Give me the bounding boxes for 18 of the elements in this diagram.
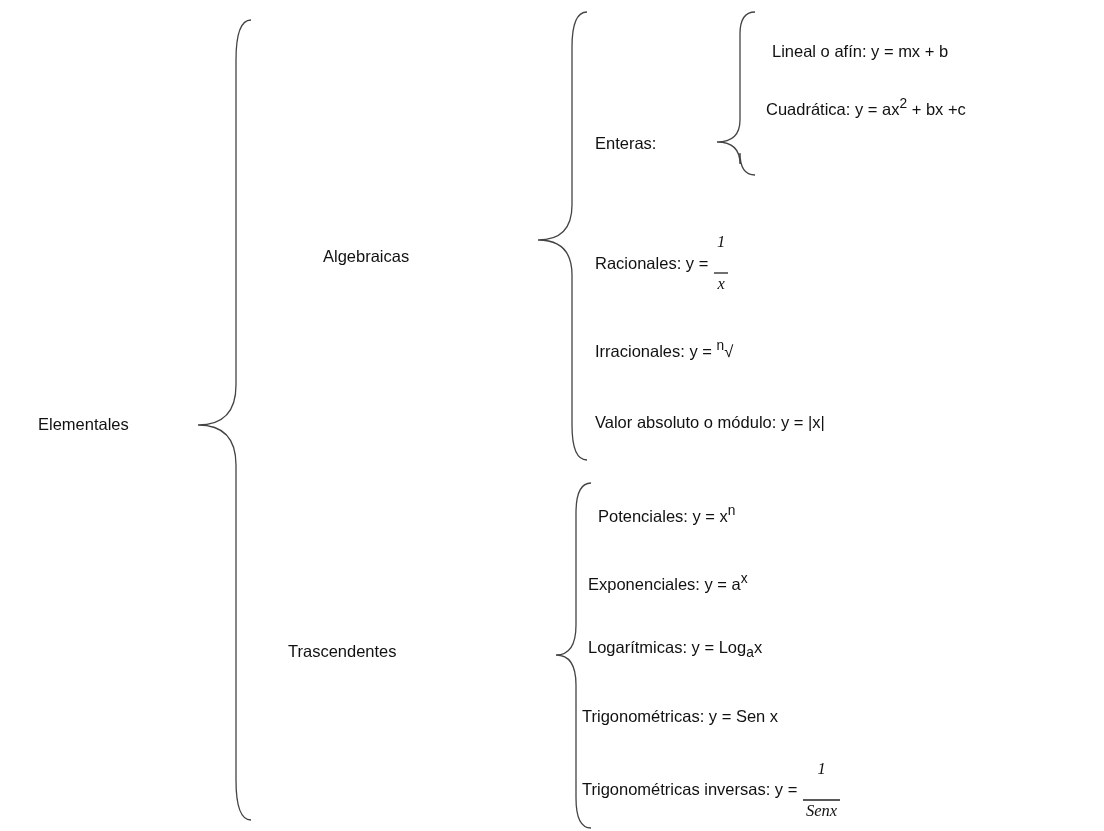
function-label: Trigonométricas inversas: y = <box>582 780 798 800</box>
category-label: Algebraicas <box>323 247 410 267</box>
denominator: Senx <box>806 801 838 821</box>
function-label: Lineal o afín: y = mx + b <box>772 42 949 62</box>
function-label: Cuadrática: y = ax$^{2}$ + bx +c <box>766 96 966 120</box>
function-label: Valor absoluto o módulo: y = |x| <box>595 413 825 433</box>
function-label: Irracionales: y = $^{n}$√ <box>595 338 734 362</box>
numerator: 1 <box>817 759 826 779</box>
category-label: Trascendentes <box>288 642 397 662</box>
function-label: Racionales: y = <box>595 254 709 274</box>
function-label: Trigonométricas: y = Sen x <box>582 707 779 727</box>
category-label: Enteras: <box>595 134 657 154</box>
function-label: Exponenciales: y = a$^{x}$ <box>588 571 748 595</box>
numerator: 1 <box>717 232 726 252</box>
denominator: x <box>717 274 725 294</box>
function-label: Potenciales: y = x$^{n}$ <box>598 503 736 527</box>
function-label: Logarítmicas: y = Log$_{a}$x <box>588 638 763 662</box>
category-label: Elementales <box>38 415 129 435</box>
